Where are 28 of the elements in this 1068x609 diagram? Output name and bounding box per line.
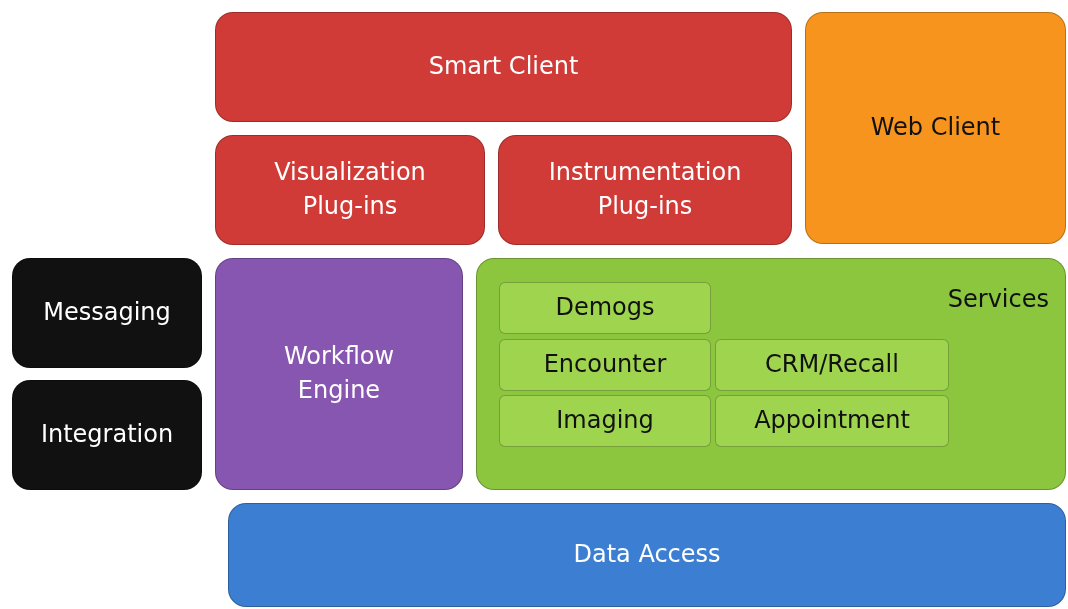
- layer-panel: [12, 380, 202, 490]
- layer-panel: [215, 258, 463, 490]
- block-label: Imaging: [556, 405, 654, 437]
- block-label: Visualization Plug-ins: [273, 157, 427, 222]
- block-label: Smart Client: [428, 51, 579, 83]
- block-label: Data Access: [573, 539, 721, 571]
- service-tile: [499, 339, 711, 391]
- service-tile: [499, 282, 711, 334]
- block-label: Workflow Engine: [282, 341, 396, 406]
- block-label: Instrumentation Plug-ins: [547, 157, 743, 222]
- layer-panel: [215, 135, 485, 245]
- service-tile: [499, 395, 711, 447]
- block-label: CRM/Recall: [765, 349, 899, 381]
- layer-panel: [498, 135, 792, 245]
- block-label: Messaging: [43, 297, 171, 329]
- block-label: Integration: [40, 419, 174, 451]
- block-label: Appointment: [754, 405, 910, 437]
- layer-panel: [215, 12, 792, 122]
- block-label: Web Client: [870, 112, 1001, 144]
- block-label: Encounter: [543, 349, 667, 381]
- layer-panel: [805, 12, 1066, 244]
- block-label: Demogs: [555, 292, 655, 324]
- layer-panel: [12, 258, 202, 368]
- service-tile: [715, 339, 949, 391]
- layer-panel: [476, 258, 1066, 490]
- service-tile: [715, 395, 949, 447]
- block-label: Services: [947, 284, 1049, 315]
- layer-panel: [228, 503, 1066, 607]
